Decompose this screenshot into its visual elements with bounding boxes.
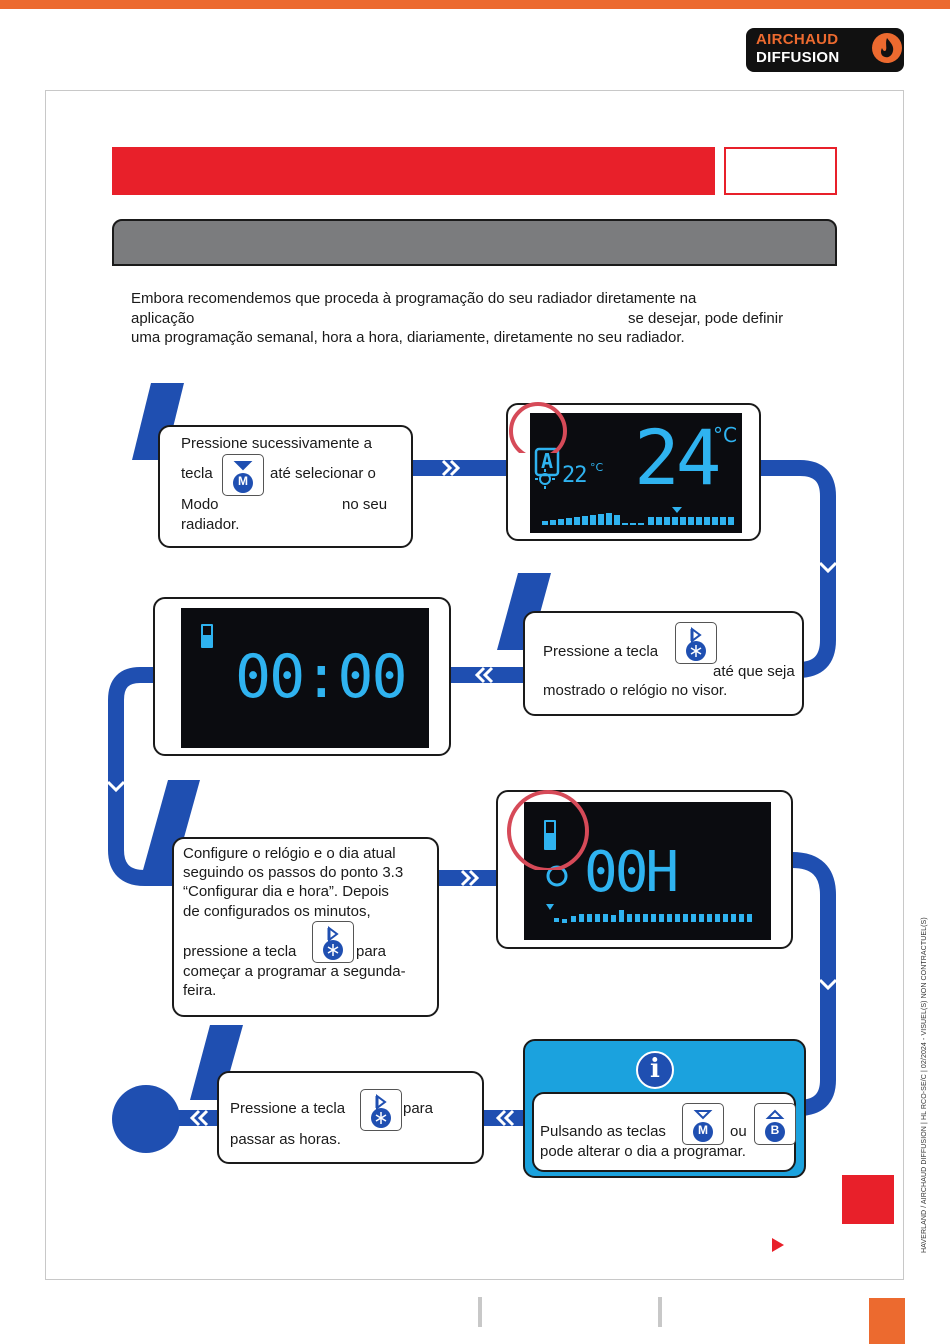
highlight-circle bbox=[507, 790, 589, 870]
step3-line6: começar a programar a segunda- bbox=[183, 963, 406, 980]
intro-line-1: Embora recomendemos que proceda à progra… bbox=[131, 290, 697, 307]
boost-key-button[interactable]: B bbox=[754, 1103, 796, 1145]
step4-line2: passar as horas. bbox=[230, 1131, 341, 1148]
footer-divider-1 bbox=[478, 1297, 482, 1327]
lcd3-frame: 00H bbox=[496, 790, 793, 949]
section-title-bar bbox=[112, 147, 715, 195]
mode-key-icon bbox=[233, 461, 253, 493]
step3-line4: de configurados os minutos, bbox=[183, 903, 371, 920]
step4-box: Pressione a tecla para passar as horas. bbox=[217, 1071, 484, 1164]
info-panel: i Pulsando as teclas M ou B pode alterar… bbox=[523, 1039, 806, 1178]
lcd1-small-unit: °C bbox=[590, 461, 604, 474]
step3-line3: “Configurar dia e hora”. Depois bbox=[183, 883, 389, 900]
time-key-button-2[interactable] bbox=[312, 921, 354, 963]
info-icon-letter: i bbox=[650, 1054, 660, 1084]
logo-line2: DIFFUSION bbox=[756, 49, 840, 66]
top-accent-bar bbox=[0, 0, 950, 9]
step1-post: até selecionar o bbox=[270, 465, 376, 482]
step3-line5b: para bbox=[356, 943, 387, 960]
logo-line1: AIRCHAUD bbox=[756, 31, 839, 48]
lcd3-hour: 00H bbox=[584, 840, 679, 905]
step3-line1: Configure o relógio e o dia atual bbox=[183, 845, 396, 862]
mode-key-icon bbox=[693, 1110, 713, 1142]
step3-box: Configure o relógio e o dia atual seguin… bbox=[172, 837, 439, 1017]
time-key-icon bbox=[371, 1094, 391, 1128]
step4-post: para bbox=[403, 1100, 434, 1117]
lcd2-frame: 00:00 bbox=[153, 597, 451, 756]
time-key-icon bbox=[686, 627, 706, 661]
side-legal-text: HAVERLAND / AIRCHAUD DIFFUSION | HL RCO-… bbox=[918, 905, 932, 1255]
intro-paragraph: Embora recomendemos que proceda à progra… bbox=[131, 289, 811, 348]
step1-line3a: Modo bbox=[181, 496, 219, 513]
info-line1-mid: ou bbox=[730, 1123, 747, 1140]
lcd1-mode-letter: A bbox=[541, 449, 554, 473]
info-text-box: Pulsando as teclas M ou B pode alterar o… bbox=[532, 1092, 796, 1172]
sun-icon bbox=[535, 469, 555, 489]
step3-line7: feira. bbox=[183, 982, 217, 999]
step1-box: Pressione sucessivamente a tecla M até s… bbox=[158, 425, 413, 548]
page-frame bbox=[45, 90, 904, 1280]
section-number-box bbox=[724, 147, 837, 195]
step1-line1: Pressione sucessivamente a bbox=[181, 435, 372, 452]
boost-key-icon bbox=[765, 1109, 785, 1142]
intro-line-2b: se desejar, pode definir bbox=[628, 309, 784, 327]
lcd3-graphics bbox=[544, 820, 752, 923]
step2-box: Pressione a tecla até que seja mostrado … bbox=[523, 611, 804, 716]
lcd2-screen: 00:00 bbox=[181, 608, 429, 748]
hour-bars bbox=[554, 910, 752, 923]
lcd3-screen: 00H bbox=[524, 802, 771, 940]
red-tab bbox=[842, 1175, 894, 1224]
lcd1-small-temp: 22 bbox=[562, 463, 587, 488]
lcd1-frame: A 22 °C 24 °C bbox=[506, 402, 761, 541]
step3-line5a: pressione a tecla bbox=[183, 943, 297, 960]
time-key-button-3[interactable] bbox=[360, 1089, 402, 1131]
step2-line3: mostrado o relógio no visor. bbox=[543, 682, 728, 699]
time-key-icon bbox=[323, 926, 343, 960]
bar-graph bbox=[542, 507, 734, 525]
subsection-header-bar bbox=[112, 219, 837, 266]
page-number-tab bbox=[869, 1298, 905, 1344]
next-arrow-icon[interactable] bbox=[770, 1237, 786, 1253]
step2-line2: até que seja bbox=[713, 663, 795, 680]
boost-key-label: B bbox=[770, 1123, 780, 1137]
lcd2-graphics bbox=[201, 624, 213, 648]
step1-pre: tecla bbox=[181, 465, 213, 482]
step4-pre: Pressione a tecla bbox=[230, 1100, 346, 1117]
info-icon bbox=[636, 1051, 674, 1089]
lcd1-unit: °C bbox=[713, 423, 737, 447]
info-line2: pode alterar o dia a programar. bbox=[540, 1143, 746, 1160]
airchaud-diffusion-logo: AIRCHAUD DIFFUSION bbox=[746, 28, 904, 72]
mode-key-label: M bbox=[698, 1123, 708, 1137]
step1-line4: radiador. bbox=[181, 516, 240, 533]
mode-key-button-2[interactable]: M bbox=[682, 1103, 724, 1145]
intro-line-2: aplicação se desejar, pode definir bbox=[131, 309, 811, 329]
info-line1-pre: Pulsando as teclas bbox=[540, 1123, 666, 1140]
lcd1-big-temp: 24 bbox=[634, 413, 721, 502]
lcd1-graphics bbox=[534, 447, 734, 525]
mode-key-label: M bbox=[238, 474, 248, 488]
flame-icon bbox=[872, 33, 902, 63]
step2-line1: Pressione a tecla bbox=[543, 643, 659, 660]
step3-line2: seguindo os passos do ponto 3.3 bbox=[183, 864, 404, 881]
time-key-button[interactable] bbox=[675, 622, 717, 664]
intro-line-3: uma programação semanal, hora a hora, di… bbox=[131, 329, 685, 346]
intro-line-2a: aplicação bbox=[131, 309, 195, 327]
footer-divider-2 bbox=[658, 1297, 662, 1327]
mode-key-button[interactable]: M bbox=[222, 454, 264, 496]
highlight-circle bbox=[509, 402, 567, 453]
side-legal-label: HAVERLAND / AIRCHAUD DIFFUSION | HL RCO-… bbox=[921, 917, 928, 1253]
lcd2-clock: 00:00 bbox=[235, 642, 408, 712]
step1-line3b: no seu bbox=[342, 496, 388, 513]
